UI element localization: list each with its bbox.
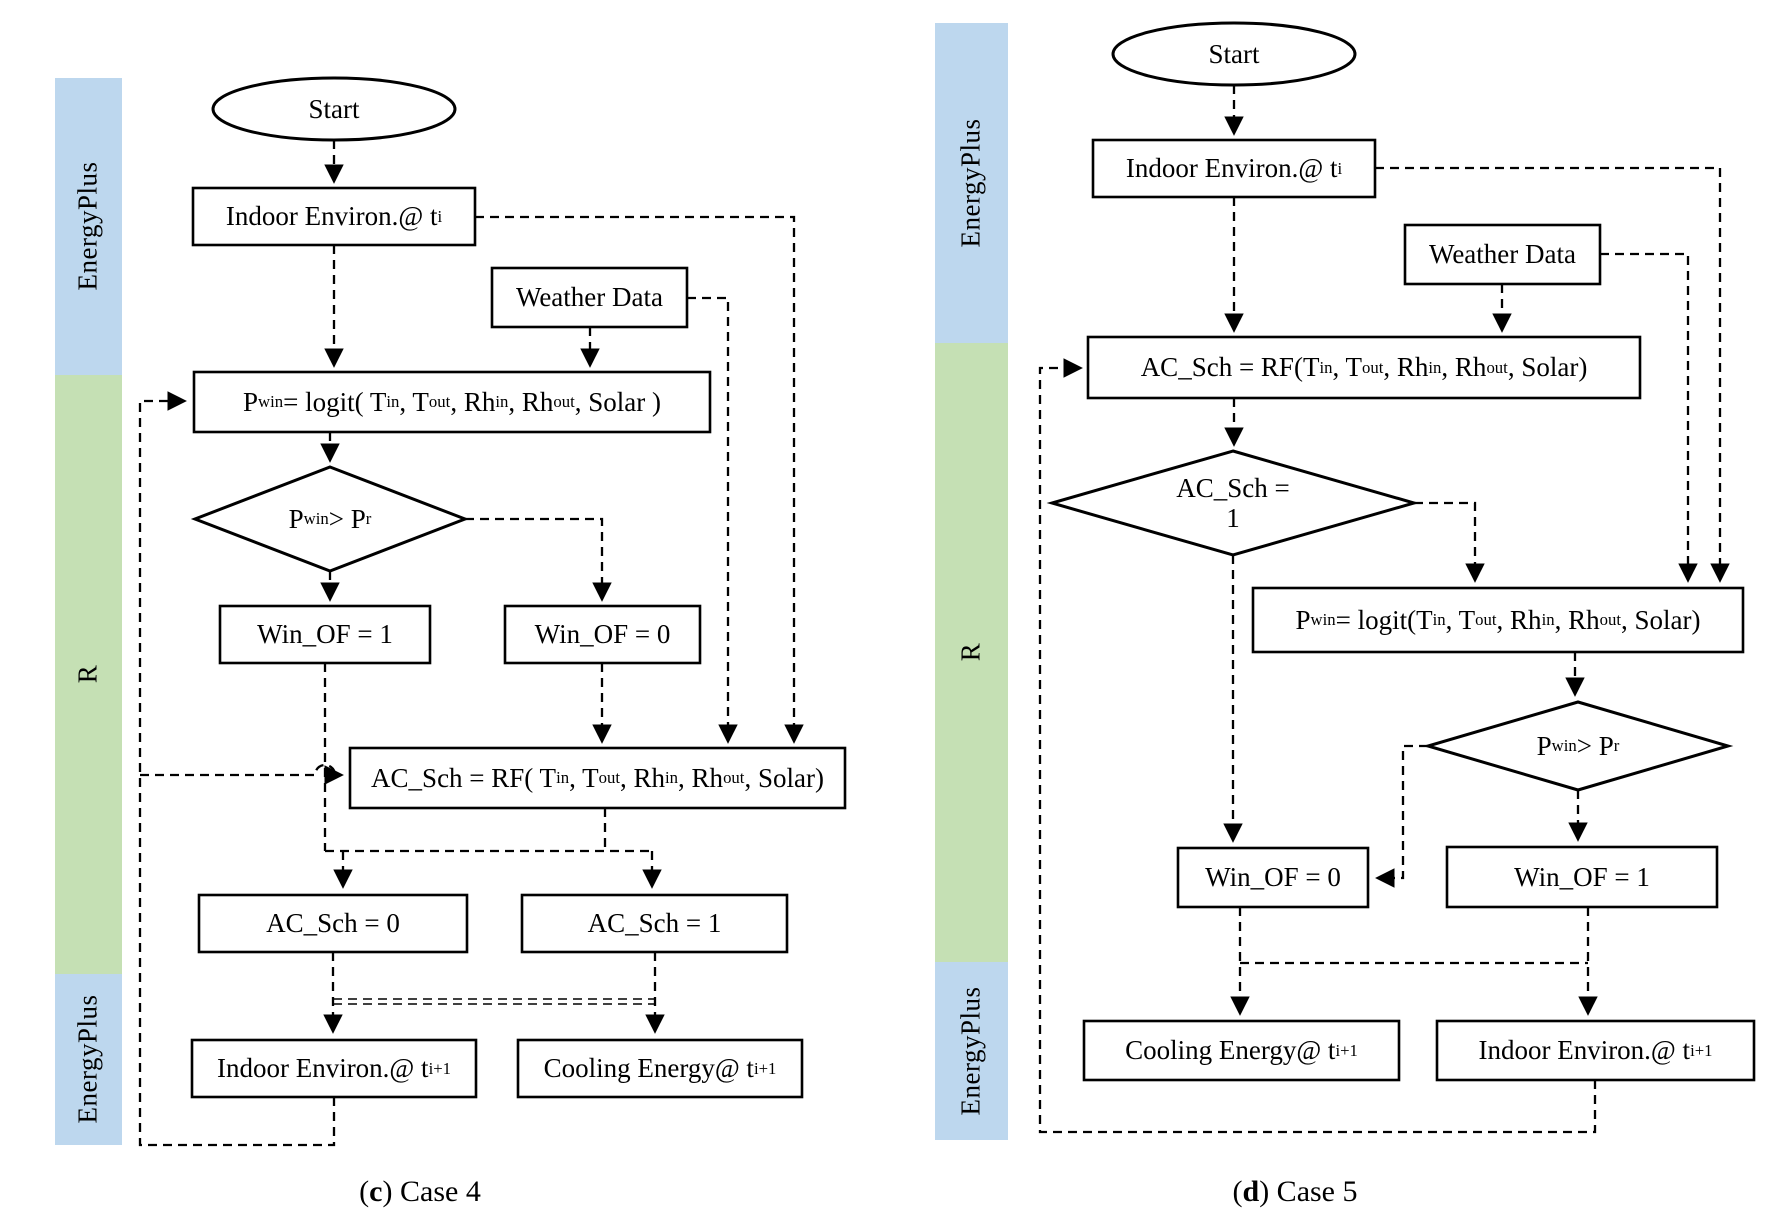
case4-connectors bbox=[138, 140, 804, 1147]
case4-acschrf-node bbox=[348, 746, 847, 810]
case5-edge-weather-pwin bbox=[1600, 252, 1698, 583]
case4-winof1-node bbox=[218, 604, 432, 665]
case5-acsch-decision-node bbox=[1046, 449, 1420, 557]
case5-band-r bbox=[935, 343, 1008, 962]
case5-band-energyplus-bottom bbox=[935, 962, 1008, 1140]
case4-cooling-ti1-node bbox=[516, 1038, 804, 1099]
case5-caption: (d) Case 5 bbox=[1232, 1175, 1358, 1208]
case5-indoor-ti-node bbox=[1091, 138, 1377, 199]
case5-nodes bbox=[1046, 21, 1756, 1082]
case4-pwin-logit-node bbox=[192, 370, 712, 434]
case5-connectors bbox=[1038, 85, 1730, 1134]
case4-pwin-decision-node bbox=[190, 465, 470, 573]
case4-sidebar bbox=[55, 78, 122, 1145]
case5-edge-decision-pwin bbox=[1414, 501, 1485, 583]
case4-indoor-ti1-node bbox=[190, 1038, 478, 1099]
case5-edge-indoor-pwin bbox=[1375, 166, 1730, 583]
case4-weather-node bbox=[490, 266, 689, 329]
case4-nodes bbox=[190, 76, 847, 1099]
case4-edge-feedback-acschrf bbox=[140, 763, 344, 785]
case5-edge-decision2-winof0 bbox=[1375, 744, 1428, 888]
case4-caption: (c) Case 4 bbox=[359, 1175, 481, 1208]
case5-winof0-node bbox=[1176, 846, 1370, 909]
case4-band-r bbox=[55, 375, 122, 974]
case5-edge-feedback-acschrf bbox=[1038, 358, 1597, 1134]
case4-edge-weather-acschrf bbox=[687, 296, 738, 744]
case4-acsch0-node bbox=[197, 893, 469, 954]
case4-band-energyplus-bottom bbox=[55, 974, 122, 1145]
case4-band-energyplus-top bbox=[55, 78, 122, 375]
case4-winof0-node bbox=[503, 604, 702, 665]
case5-winof1-node bbox=[1445, 845, 1719, 909]
case5-cooling-ti1-node bbox=[1082, 1019, 1401, 1082]
case5-start-node bbox=[1111, 21, 1357, 87]
case5-sidebar bbox=[935, 23, 1008, 1140]
case4-edge-feedback-pwin bbox=[138, 391, 336, 1147]
case4-edge-decision-winof0 bbox=[465, 517, 612, 602]
case4-acsch1-node bbox=[520, 893, 789, 954]
case5-band-energyplus-top bbox=[935, 23, 1008, 343]
case4-start-node bbox=[211, 76, 457, 142]
case5-indoor-ti1-node bbox=[1435, 1019, 1756, 1082]
case5-acschrf-node bbox=[1086, 335, 1642, 400]
case5-pwin-logit-node bbox=[1251, 586, 1745, 654]
case4-indoor-ti-node bbox=[191, 186, 477, 247]
case5-pwin-decision-node bbox=[1422, 700, 1734, 792]
case5-weather-node bbox=[1403, 223, 1602, 286]
case4-edge-indoor-acschrf bbox=[475, 215, 804, 744]
